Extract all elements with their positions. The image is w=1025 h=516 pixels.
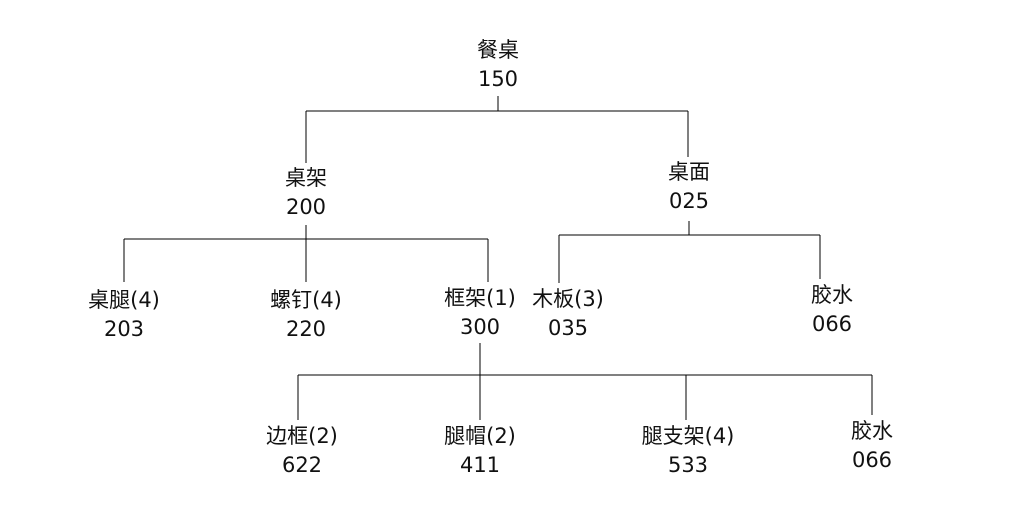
node-leg: 桌腿(4) 203	[88, 286, 160, 344]
node-glue-frame: 胶水 066	[851, 417, 893, 475]
node-name: 腿帽(2)	[444, 424, 516, 448]
node-legcap: 腿帽(2) 411	[444, 422, 516, 480]
node-code: 203	[103, 317, 145, 341]
node-name: 胶水	[851, 419, 893, 443]
node-name: 胶水	[811, 283, 853, 307]
node-top: 桌面 025	[668, 158, 710, 216]
node-code: 066	[811, 312, 853, 336]
node-code: 220	[285, 317, 327, 341]
node-code: 200	[285, 195, 327, 219]
node-code: 035	[547, 316, 589, 340]
node-name: 螺钉(4)	[270, 288, 342, 312]
node-framework: 框架(1) 300	[444, 284, 516, 342]
node-root: 餐桌 150	[477, 36, 519, 94]
node-code: 533	[667, 453, 709, 477]
node-name: 边框(2)	[266, 424, 338, 448]
node-name: 餐桌	[477, 38, 519, 62]
node-board: 木板(3) 035	[532, 285, 604, 343]
node-glue-top: 胶水 066	[811, 281, 853, 339]
node-screw: 螺钉(4) 220	[270, 286, 342, 344]
node-code: 622	[281, 453, 323, 477]
node-code: 066	[851, 448, 893, 472]
node-code: 411	[459, 453, 501, 477]
node-frame: 桌架 200	[285, 164, 327, 222]
node-name: 桌腿(4)	[88, 288, 160, 312]
node-name: 木板(3)	[532, 287, 604, 311]
node-name: 桌架	[285, 166, 327, 190]
node-name: 框架(1)	[444, 286, 516, 310]
node-code: 150	[477, 67, 519, 91]
node-name: 腿支架(4)	[641, 424, 735, 448]
node-code: 025	[668, 189, 710, 213]
node-border: 边框(2) 622	[266, 422, 338, 480]
node-legbracket: 腿支架(4) 533	[642, 422, 735, 480]
node-name: 桌面	[668, 160, 710, 184]
node-code: 300	[459, 315, 501, 339]
